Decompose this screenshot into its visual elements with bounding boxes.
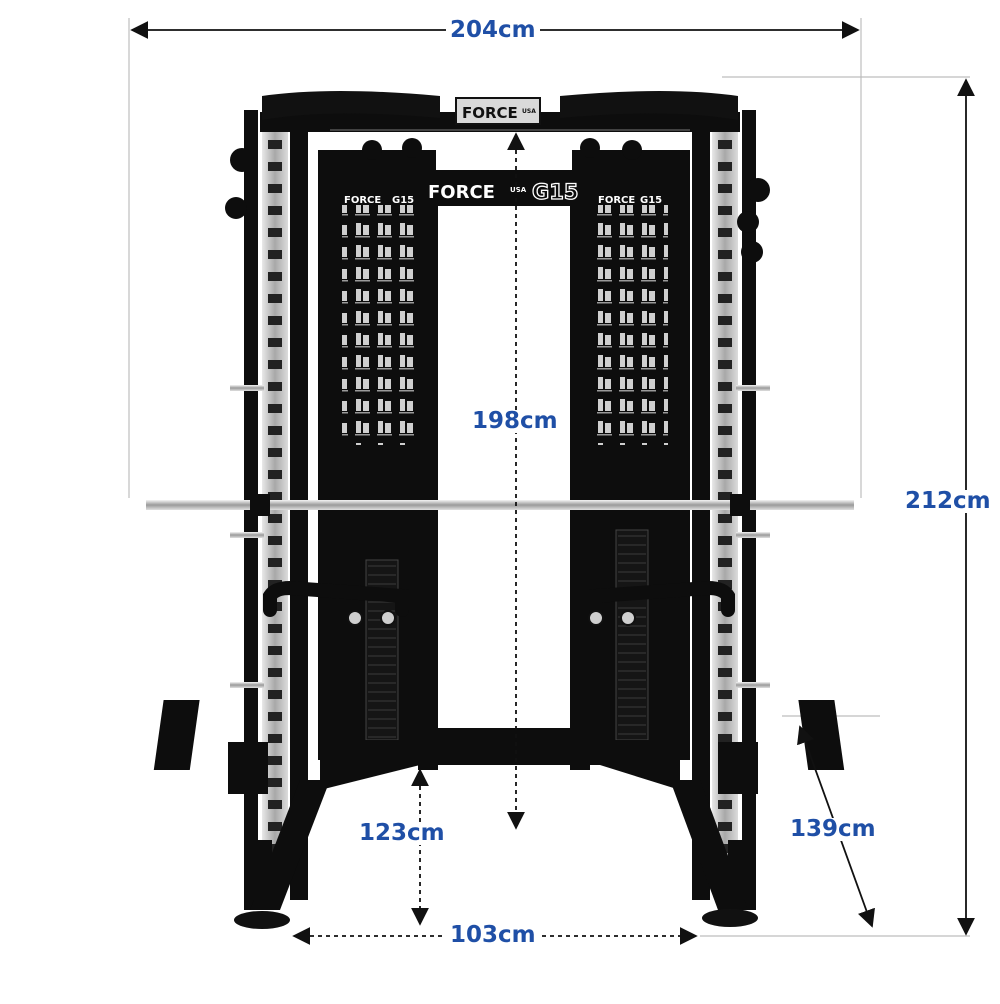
label-total-width: 204cm	[446, 19, 540, 42]
panel-brand-logo: FORCE	[428, 182, 495, 203]
left-panel-logo: FORCE	[344, 195, 381, 206]
base-legs	[248, 780, 752, 910]
top-brand-sub: USA	[522, 108, 536, 115]
label-base-width: 103cm	[446, 924, 540, 947]
dip-handles	[263, 580, 735, 617]
left-panel-model: G15	[392, 195, 414, 206]
model-logo: G15	[532, 180, 578, 204]
feet	[234, 909, 758, 929]
plate-storage-horns	[230, 385, 770, 688]
panel-brand-sub: USA	[510, 186, 527, 194]
central-frame	[320, 170, 680, 790]
label-total-height: 212cm	[901, 490, 995, 513]
left-exercise-panel: FORCE G15	[318, 150, 436, 760]
top-brand-logo: FORCE	[462, 104, 518, 122]
guide-lines	[128, 18, 970, 937]
label-bar-height: 123cm	[355, 822, 449, 845]
right-panel-model: G15	[640, 195, 662, 206]
label-inner-height: 198cm	[468, 410, 562, 433]
label-depth: 139cm	[786, 818, 880, 841]
top-crossmember: FORCE USA	[260, 91, 740, 132]
pulleys	[225, 138, 770, 263]
right-panel-logo: FORCE	[598, 195, 635, 206]
handle-knobs	[347, 610, 636, 626]
smith-bar	[146, 494, 854, 516]
